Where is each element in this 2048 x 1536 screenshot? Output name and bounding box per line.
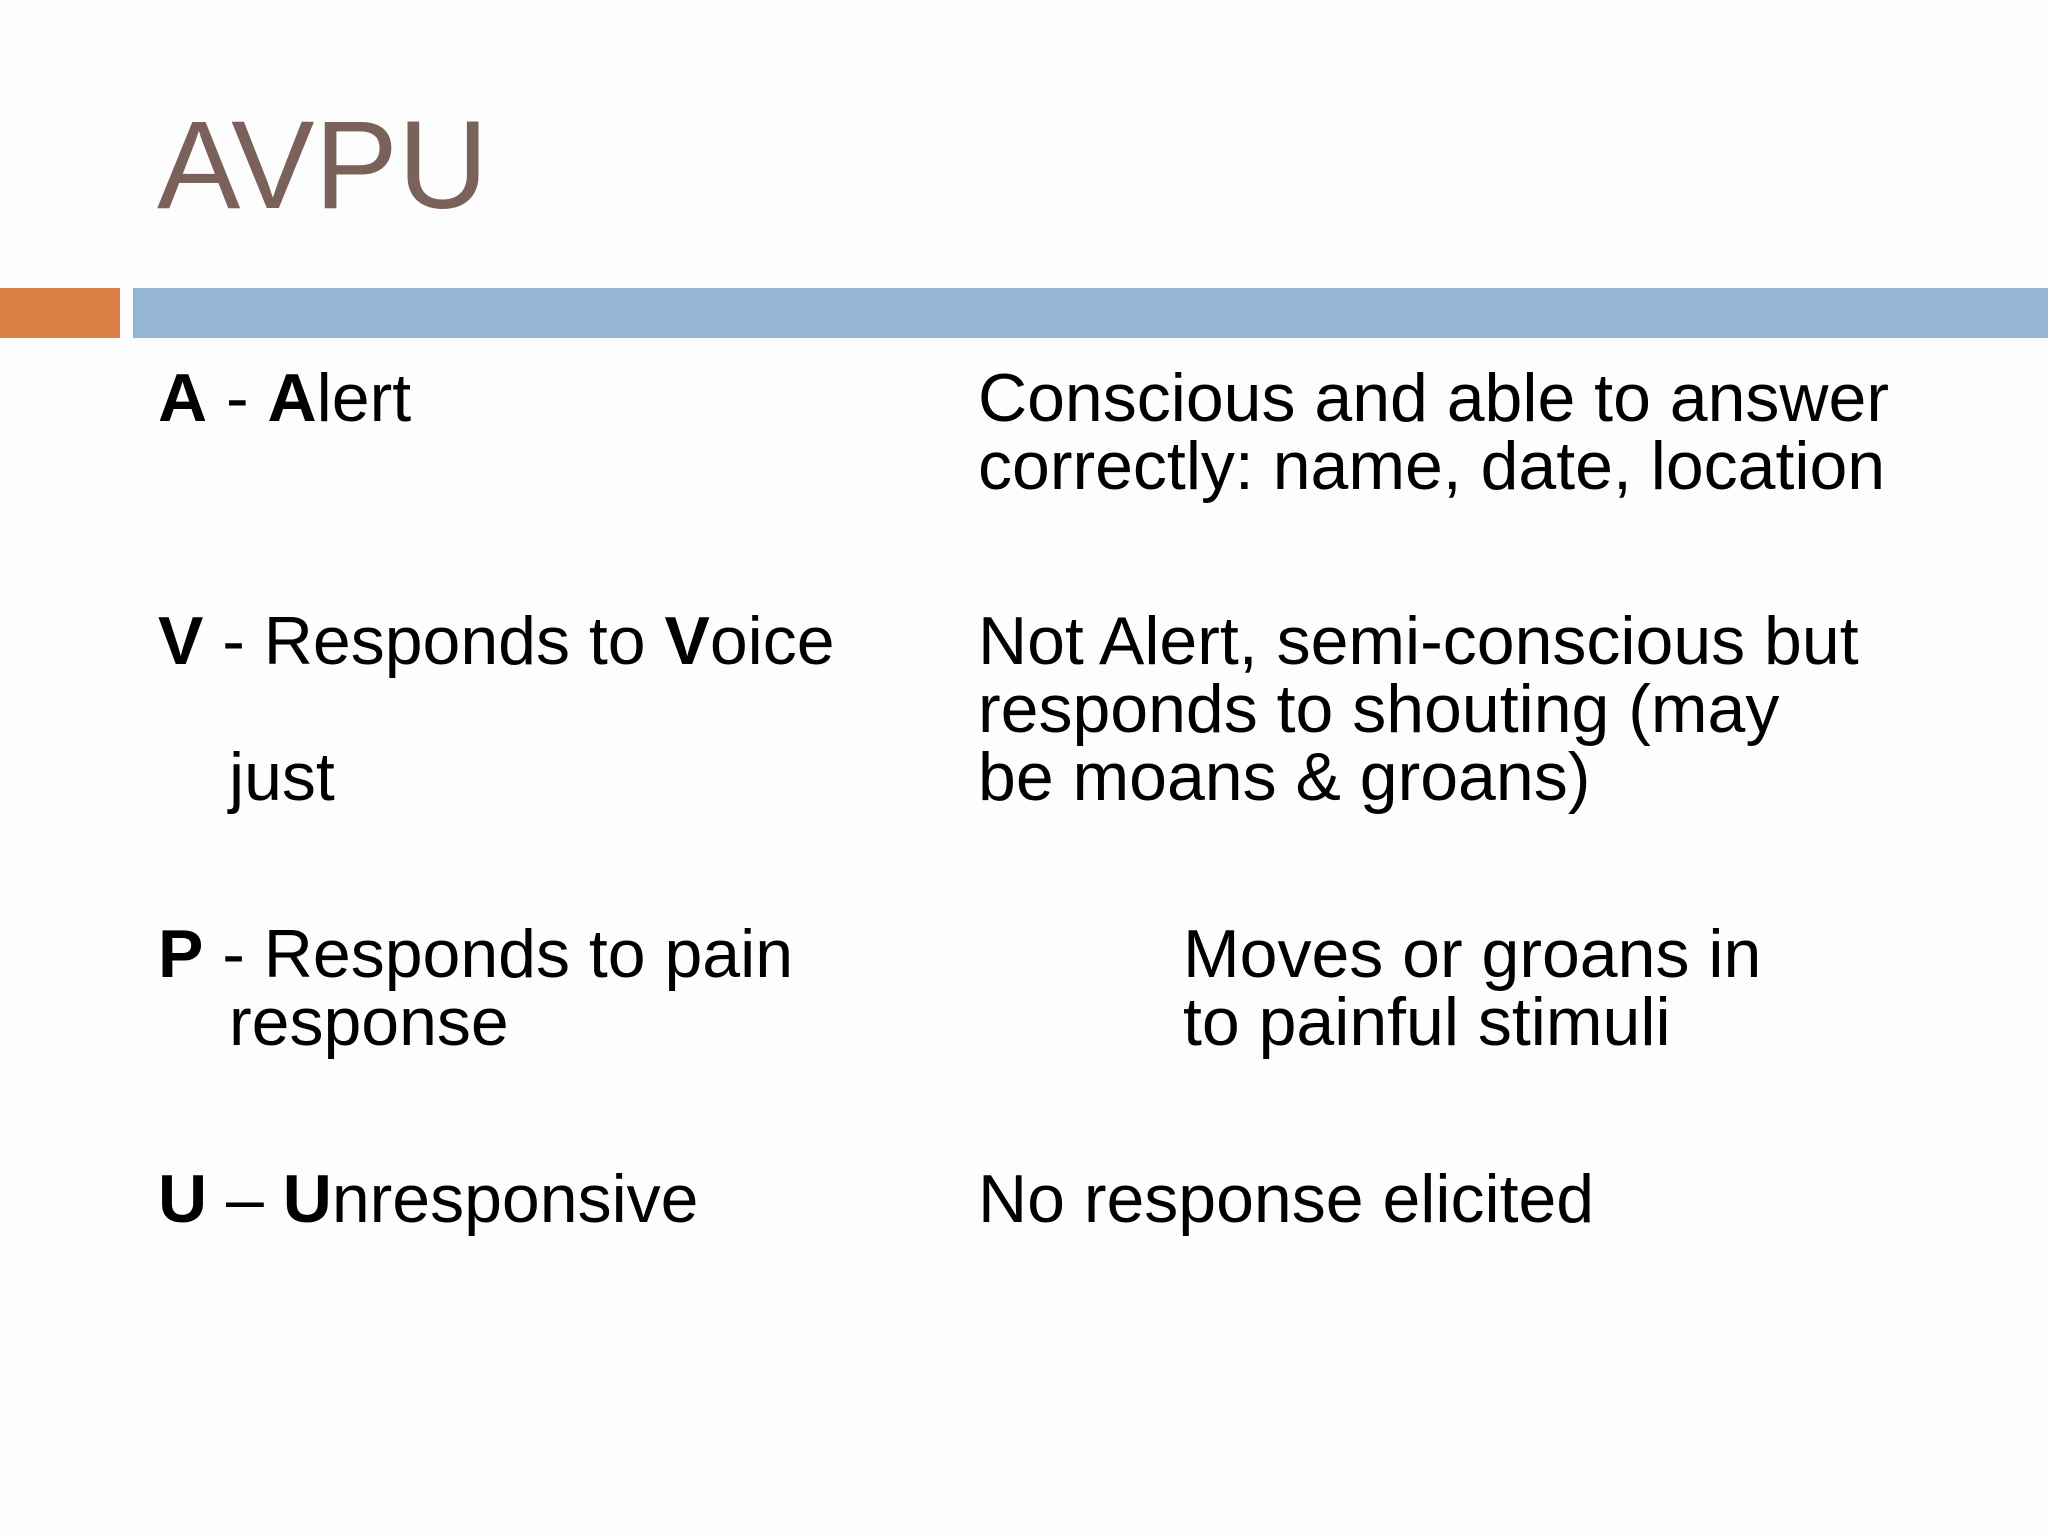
term-separator: - (207, 360, 268, 436)
term-rest: nresponsive (331, 1161, 699, 1237)
term-voice: V - Responds to Voice (158, 607, 835, 675)
term-rest: oice (709, 603, 835, 679)
term-separator: - Responds to pain (203, 916, 794, 992)
term-separator: - Responds to (203, 603, 665, 679)
term-key-letter: U (282, 1161, 332, 1237)
term-unresponsive: U – Unresponsive (158, 1165, 699, 1233)
term-letter: A (158, 360, 208, 436)
term-pain-continuation: response (229, 984, 509, 1060)
term-alert: A - Alert (158, 364, 411, 432)
description-alert-line-1: Conscious and able to answer (978, 360, 1889, 436)
term-letter: U (158, 1161, 208, 1237)
term-key-letter: V (664, 603, 710, 679)
term-voice-continuation: just (229, 739, 335, 815)
description-voice-line-3: be moans & groans) (978, 739, 1591, 815)
term-separator: – (207, 1161, 283, 1237)
term-letter: P (158, 916, 204, 992)
description-alert-line-2: correctly: name, date, location (978, 428, 1886, 504)
slide-title: AVPU (157, 96, 489, 235)
description-pain-line-2: to painful stimuli (1183, 984, 1671, 1060)
term-rest: lert (316, 360, 412, 436)
term-pain: P - Responds to pain (158, 920, 793, 988)
description-voice-line-1: Not Alert, semi-conscious but (978, 603, 1859, 679)
description-pain-line-1: Moves or groans in (1183, 916, 1762, 992)
accent-bar-blue (133, 288, 2048, 338)
term-key-letter: A (267, 360, 317, 436)
description-unresponsive-line-1: No response elicited (978, 1161, 1595, 1237)
description-voice-line-2: responds to shouting (may (978, 671, 1780, 747)
accent-bar-orange (0, 288, 120, 338)
term-letter: V (158, 603, 204, 679)
